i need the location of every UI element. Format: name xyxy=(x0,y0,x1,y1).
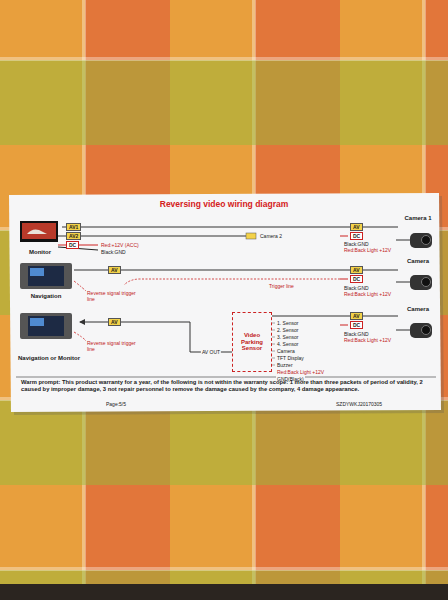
paper-card xyxy=(9,193,441,412)
trigger-leader xyxy=(74,332,86,341)
node-label: Camera xyxy=(407,306,429,313)
connector-label: AV xyxy=(108,266,121,274)
wire-connector xyxy=(272,316,398,317)
connector-label: AV xyxy=(350,312,363,320)
wire xyxy=(58,236,248,237)
connector-label: DC xyxy=(66,241,79,249)
node-label: Navigation or Monitor xyxy=(18,355,80,362)
wire-label: Reverse signal trigger line xyxy=(86,290,140,302)
wire xyxy=(340,236,348,237)
wire-label: Page:5/5 xyxy=(105,401,127,407)
wire-label: Red:Back Light +12V xyxy=(343,337,392,343)
navigation-unit: Navigation or Monitor xyxy=(18,312,80,362)
monitor-screen xyxy=(22,223,56,239)
plug xyxy=(246,233,256,239)
navigation-screen xyxy=(28,266,64,286)
connector-label: DC xyxy=(350,275,363,283)
wire-label: Red:Back Light +12V xyxy=(343,291,392,297)
camera-unit: Camera 1 xyxy=(398,215,438,251)
node-label: Camera 1 xyxy=(404,215,431,222)
monitor-unit: Monitor xyxy=(18,220,62,256)
navigation-screen xyxy=(30,268,44,276)
navigation-screen xyxy=(28,316,64,336)
table-edge xyxy=(0,584,448,600)
wire xyxy=(340,279,348,280)
wire-label: 4. Sensor xyxy=(276,341,299,347)
connector-label: AV xyxy=(350,266,363,274)
wire-label: Black:GND xyxy=(100,249,127,255)
camera-icon xyxy=(396,275,432,290)
wire-label: Buzzer xyxy=(276,362,294,368)
connector-label: AV xyxy=(108,318,121,326)
edge-label: AV OUT xyxy=(201,349,221,355)
monitor-icon xyxy=(20,221,58,242)
wire-label: 2. Sensor xyxy=(276,327,299,333)
node-label: Monitor xyxy=(29,249,51,256)
wire-label: Red:Back Light +12V xyxy=(343,247,392,253)
connector-label: DC xyxy=(350,232,363,240)
wire-connector xyxy=(80,322,232,352)
wire-connector xyxy=(62,227,398,228)
wire-label: 3. Sensor xyxy=(276,334,299,340)
camera-unit: Camera xyxy=(398,306,438,342)
rule-line xyxy=(16,377,436,378)
wire-label: 1. Sensor xyxy=(276,320,299,326)
trigger-leader xyxy=(74,281,86,291)
connector-label: AV2 xyxy=(66,232,81,240)
wire-label: TFT Display xyxy=(276,355,305,361)
car-picture xyxy=(27,230,47,235)
camera-icon xyxy=(396,323,432,338)
connector-label: AV1 xyxy=(66,223,81,231)
sensor-stubs xyxy=(272,323,275,365)
node-label: Camera xyxy=(407,258,429,265)
navigation-unit: Navigation xyxy=(18,262,74,300)
parking-sensor-box: Video Parking Sensor xyxy=(232,312,272,372)
connector-label: DC xyxy=(350,321,363,329)
wire-label: Camera xyxy=(276,348,296,354)
node-label: Navigation xyxy=(31,293,62,300)
wire-label: Trigger line xyxy=(268,283,295,289)
trigger-wire xyxy=(124,279,340,285)
navigation-screen xyxy=(30,318,44,326)
wire xyxy=(340,325,348,326)
navigation-icon xyxy=(20,263,72,289)
wire-label: Camera 2 xyxy=(259,233,283,239)
wire-label: Red:+12V (ACC) xyxy=(100,242,140,248)
diagram-title: Reversing video wiring diagram xyxy=(0,200,448,210)
node-label: Video Parking Sensor xyxy=(235,332,269,352)
wire-label: SZDYWKJ20170305 xyxy=(335,401,383,407)
wire-label: Reverse signal trigger line xyxy=(86,340,140,352)
connector-label: AV xyxy=(350,223,363,231)
navigation-icon xyxy=(20,313,72,339)
camera-unit: Camera xyxy=(398,258,438,294)
camera-icon xyxy=(396,233,432,248)
wire-label: Red:Back Light +12V xyxy=(276,369,325,375)
warranty-note: Warm prompt: This product warranty for a… xyxy=(20,379,434,393)
